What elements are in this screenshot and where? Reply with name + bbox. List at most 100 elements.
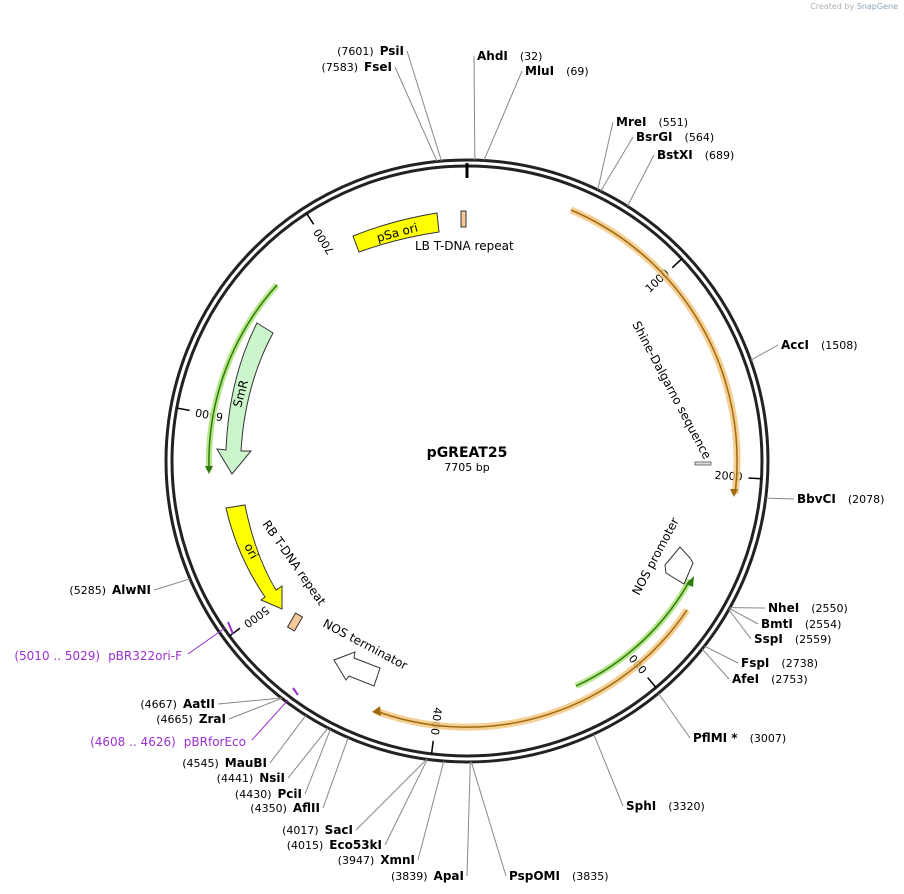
primer-leader-pbr322orif [187, 627, 226, 655]
site-name-mrei[interactable]: MreI [616, 115, 646, 129]
site-name-xmni[interactable]: XmnI [380, 853, 415, 867]
smr-green-arrowhead [205, 466, 213, 474]
shine-dalgarno-arc-line [570, 209, 738, 495]
site-name-aflii[interactable]: AflII [293, 801, 320, 815]
site-pos-bstxi: (689) [705, 149, 735, 162]
site-leader-aatii [217, 697, 282, 705]
site-name-nsii[interactable]: NsiI [259, 771, 285, 785]
plasmid-name: pGREAT25 [427, 445, 508, 461]
tick-mark-4000 [430, 740, 434, 754]
site-leader-xmni [417, 760, 445, 861]
smr-green-arc-line [208, 284, 278, 471]
site-pos-pflmi: (3007) [750, 732, 787, 745]
nos-orange-arc-line [375, 609, 688, 728]
primer-range-pbr322orif: (5010 .. 5029) [14, 649, 100, 663]
site-name-eco53ki[interactable]: Eco53kI [329, 838, 382, 852]
site-pos-psii: (7601) [337, 45, 374, 58]
nos-orange-arrowhead [372, 706, 381, 716]
site-name-pspomi[interactable]: PspOMI [509, 869, 560, 883]
site-leader-mrei [597, 121, 614, 190]
plasmid-length: 7705 bp [444, 461, 489, 474]
site-name-fsei[interactable]: FseI [364, 60, 392, 74]
site-leader-psii [406, 50, 442, 162]
site-name-zrai[interactable]: ZraI [199, 712, 226, 726]
site-name-bmti[interactable]: BmtI [761, 617, 793, 631]
site-name-nhei[interactable]: NheI [768, 601, 799, 615]
site-leader-pflmi [658, 692, 691, 739]
site-name-acci[interactable]: AccI [781, 338, 809, 352]
primer-name-pbr322orif[interactable]: pBR322ori-F [108, 649, 182, 663]
site-pos-aflii: (4350) [250, 802, 287, 815]
site-leader-sspi [728, 609, 752, 640]
primer-leader-pbrforeco [251, 699, 289, 741]
tick-mark-5000 [229, 627, 241, 637]
site-pos-bbvci: (2078) [848, 493, 885, 506]
site-pos-fsei: (7583) [321, 61, 358, 74]
site-name-bsrgi[interactable]: BsrGI [636, 130, 673, 144]
site-leader-bstxi [626, 154, 655, 207]
site-pos-acci: (1508) [821, 339, 858, 352]
shine-dalgarno-label: Shine-Dalgarno sequence [629, 319, 714, 462]
tick-label-7000: 7000 [311, 226, 337, 257]
rb-repeat-feature [286, 612, 304, 632]
primer-mark-pbrforeco [292, 687, 299, 696]
ori-feature [225, 504, 283, 610]
site-name-fspi[interactable]: FspI [741, 656, 769, 670]
lb-repeat-feature [460, 210, 467, 228]
primer-name-pbrforeco[interactable]: pBRforEco [184, 735, 246, 749]
site-pos-saci: (4017) [282, 824, 319, 837]
site-name-maubi[interactable]: MauBI [225, 756, 267, 770]
site-name-apai[interactable]: ApaI [434, 869, 464, 883]
tick-label-5000: 5000 [241, 603, 271, 630]
site-pos-fspi: (2738) [781, 657, 818, 670]
site-pos-afei: (2753) [771, 673, 808, 686]
shine-dalgarno-arrowhead [730, 489, 738, 497]
site-pos-aatii: (4667) [140, 698, 177, 711]
site-name-alwni[interactable]: AlwNI [112, 583, 151, 597]
site-leader-eco53ki [384, 759, 428, 846]
site-pos-nsii: (4441) [217, 772, 254, 785]
nos-green-arrowhead [686, 576, 694, 587]
site-leader-pcii [304, 729, 331, 795]
site-leader-fspi [704, 645, 739, 664]
snapgene-brand: SnapGene [856, 2, 898, 11]
site-leader-mlui [483, 70, 523, 161]
site-pos-zrai: (4665) [156, 713, 193, 726]
snapgene-credit: Created by SnapGene [810, 2, 898, 11]
site-pos-bmti: (2554) [805, 618, 842, 631]
site-pos-nhei: (2550) [811, 602, 848, 615]
site-leader-saci [355, 758, 428, 831]
lb-repeat-label: LB T-DNA repeat [415, 239, 514, 253]
site-pos-mlui: (69) [566, 65, 589, 78]
site-leader-afei [701, 648, 730, 680]
site-leader-zrai [228, 697, 283, 720]
backbone-outer [164, 158, 770, 764]
site-name-pflmi[interactable]: PflMI * [693, 731, 738, 745]
site-name-pcii[interactable]: PciI [278, 787, 303, 801]
tick-mark-6000 [176, 407, 190, 412]
site-pos-pspomi: (3835) [572, 870, 609, 883]
tick-mark-3000 [647, 677, 657, 689]
site-name-psii[interactable]: PsiI [380, 44, 404, 58]
tick-mark-1000 [671, 258, 683, 269]
site-name-aatii[interactable]: AatII [183, 697, 215, 711]
site-leader-apai [466, 761, 471, 877]
site-pos-mrei: (551) [658, 116, 688, 129]
psa-ori-feature [352, 212, 440, 253]
site-pos-xmni: (3947) [338, 854, 375, 867]
site-leader-nsii [287, 727, 329, 779]
site-name-afei[interactable]: AfeI [732, 672, 759, 686]
site-name-saci[interactable]: SacI [325, 823, 353, 837]
site-name-sphi[interactable]: SphI [626, 799, 656, 813]
site-name-sspi[interactable]: SspI [754, 632, 783, 646]
primer-range-pbrforeco: (4608 .. 4626) [90, 735, 176, 749]
site-name-mlui[interactable]: MluI [525, 64, 554, 78]
tick-mark-2000 [748, 477, 762, 480]
smr-feature [216, 322, 274, 475]
site-leader-acci [750, 344, 779, 361]
site-leader-pspomi [470, 761, 507, 877]
site-name-bbvci[interactable]: BbvCI [797, 492, 836, 506]
site-name-bstxi[interactable]: BstXI [657, 148, 693, 162]
site-name-ahdi[interactable]: AhdI [477, 49, 508, 63]
